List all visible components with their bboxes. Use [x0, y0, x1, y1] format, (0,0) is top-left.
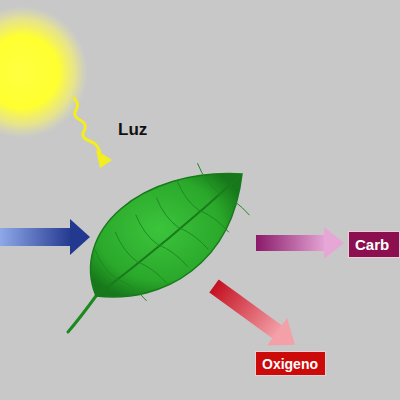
product-box: Carb	[348, 231, 400, 258]
output-arrow	[256, 235, 326, 251]
leaf-stem	[68, 296, 96, 332]
leaf-vein	[136, 215, 158, 245]
leaf-vein	[95, 249, 117, 279]
light-ray-head	[96, 150, 112, 168]
leaf	[91, 174, 242, 297]
node-label: Carb	[355, 236, 389, 253]
oxygen-arrow	[204, 272, 305, 358]
leaf-vein	[197, 163, 219, 193]
leaf-vein	[219, 193, 249, 215]
light-label: Luz	[118, 120, 147, 140]
leaf-vein	[158, 245, 188, 267]
input-arrow-head	[70, 219, 90, 255]
oxygen-arrow-body	[209, 280, 283, 340]
sun	[0, 6, 88, 138]
leaf-vein	[199, 210, 229, 232]
leaf-midrib	[96, 176, 240, 296]
leaf-vein	[178, 227, 208, 249]
leaf-vein	[177, 180, 199, 210]
leaf-veins	[95, 163, 250, 301]
leaf-vein	[156, 197, 178, 227]
node-label: Oxigeno	[262, 356, 318, 372]
leaf-vein	[115, 232, 137, 262]
leaf-vein	[137, 262, 167, 284]
output-arrow-head	[324, 227, 344, 259]
input-arrow	[0, 228, 72, 246]
light-ray	[74, 98, 100, 153]
product-box: Oxigeno	[255, 351, 326, 376]
leaf-vein	[117, 279, 147, 301]
